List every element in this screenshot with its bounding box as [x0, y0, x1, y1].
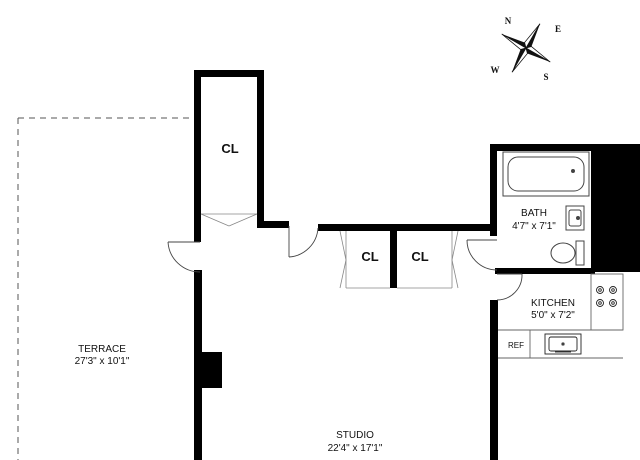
compass-n: N: [505, 16, 512, 26]
kitchen-name: KITCHEN: [531, 298, 575, 309]
kitchen-dims: 5'0" x 7'2": [531, 310, 575, 321]
kitchen-door: [496, 273, 523, 301]
bath-name: BATH: [521, 208, 547, 219]
studio-left-wall: [194, 270, 222, 460]
bath-kitchen-walls: [490, 144, 640, 460]
closet-left-label: CL: [361, 249, 378, 264]
closet-tall-walls: [194, 70, 289, 242]
studio-dims: 22'4" x 17'1": [328, 443, 383, 454]
compass-s: S: [543, 72, 548, 82]
closet-right-label: CL: [411, 249, 428, 264]
terrace-dims: 27'3" x 10'1": [75, 356, 130, 367]
terrace-door: [167, 241, 201, 273]
toilet: [550, 240, 585, 266]
bath-dims: 4'7" x 7'1": [512, 221, 556, 232]
terrace-name: TERRACE: [78, 344, 126, 355]
compass-e: E: [555, 24, 561, 34]
kitchen-fixtures: [498, 273, 624, 359]
compass-w: W: [491, 65, 500, 75]
bathtub: [502, 151, 590, 197]
stove-burners: [596, 286, 617, 307]
ref-label: REF: [508, 341, 524, 350]
bath-door: [466, 239, 498, 271]
small-closets-doors: [339, 230, 459, 289]
closet-tall-label: CL: [221, 141, 238, 156]
bath-sink: [565, 205, 585, 231]
corridor-door: [288, 226, 319, 258]
terrace-boundary: [17, 117, 190, 460]
corridor-walls: [318, 224, 490, 288]
studio-name: STUDIO: [336, 430, 374, 441]
closet-tall-door: [200, 213, 258, 227]
compass-rose: [501, 23, 551, 73]
